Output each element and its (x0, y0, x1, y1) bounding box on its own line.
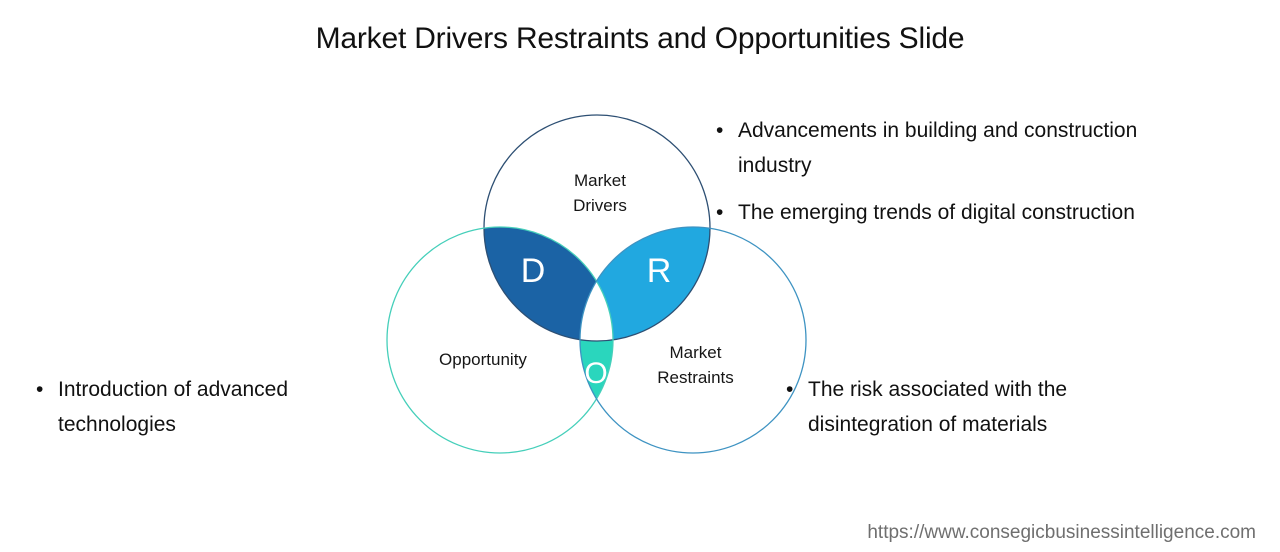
list-item: • The emerging trends of digital constru… (716, 195, 1146, 230)
bullet-list-bottom-left: • Introduction of advanced technologies (36, 372, 406, 442)
venn-diagram (386, 105, 807, 465)
venn-label-market-restraints: Market Restraints (657, 343, 734, 387)
bullet-text: Advancements in building and constructio… (738, 119, 1138, 177)
venn-lens-letter-o: O (584, 357, 608, 390)
list-item: • Introduction of advanced technologies (36, 372, 406, 442)
footer-source-url: https://www.consegicbusinessintelligence… (867, 522, 1256, 543)
bullet-list-top-right: • Advancements in building and construct… (716, 113, 1146, 230)
venn-svg (386, 114, 807, 454)
bullet-text: The emerging trends of digital construct… (738, 201, 1135, 224)
list-item: • Advancements in building and construct… (716, 113, 1146, 183)
bullet-dot-icon: • (36, 378, 44, 401)
bullet-dot-icon: • (716, 201, 724, 224)
bullet-dot-icon: • (716, 119, 724, 142)
venn-label-opportunity: Opportunity (439, 350, 527, 369)
venn-circle-opportunity (386, 226, 614, 454)
venn-lens-letter-d: D (520, 252, 546, 290)
venn-label-market-drivers: Market Drivers (573, 171, 627, 215)
bullet-list-bottom-right: • The risk associated with the disintegr… (786, 372, 1186, 442)
page-title: Market Drivers Restraints and Opportunit… (315, 22, 965, 55)
venn-lens-letter-r: R (646, 252, 672, 290)
venn-circle-restraints (579, 226, 807, 454)
bullet-text: Introduction of advanced technologies (58, 378, 288, 436)
bullet-text: The risk associated with the disintegrat… (808, 378, 1068, 436)
bullet-dot-icon: • (786, 378, 794, 401)
list-item: • The risk associated with the disintegr… (786, 372, 1186, 442)
